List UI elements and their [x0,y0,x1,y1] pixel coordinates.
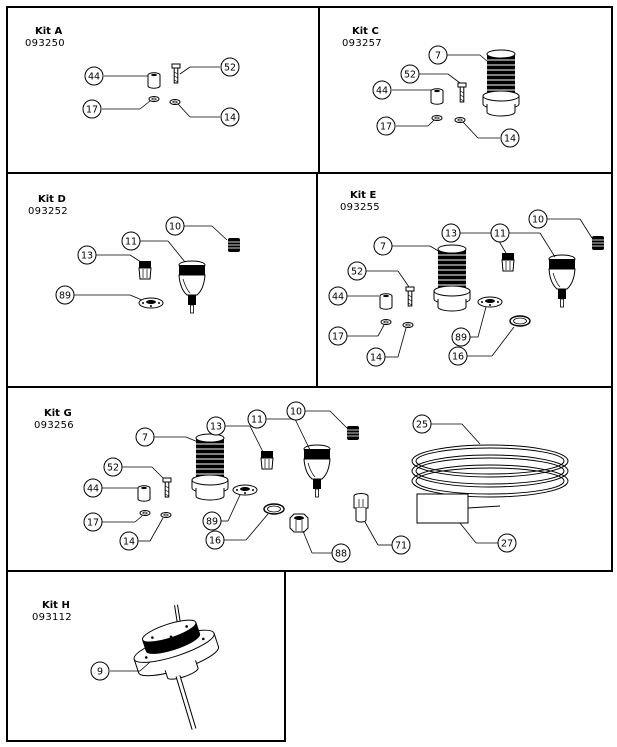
callout-11: 11 [490,223,510,243]
svg-text:52: 52 [404,70,416,81]
kit-h-part-number: 093112 [32,612,72,623]
svg-text:25: 25 [416,420,428,431]
svg-text:7: 7 [142,433,148,444]
callout-14: 14 [220,107,240,127]
kit-h-title: Kit H [42,600,70,611]
callout-89: 89 [202,511,222,531]
callout-44: 44 [328,286,348,306]
callout-52: 52 [220,57,240,77]
callout-44: 44 [372,80,392,100]
callout-13: 13 [77,245,97,265]
callout-7: 7 [135,427,155,447]
kit-g-part-number: 093256 [34,420,74,431]
svg-text:89: 89 [455,333,467,344]
svg-text:10: 10 [532,215,544,226]
kit-d-part-number: 093252 [28,206,68,217]
svg-text:89: 89 [59,291,71,302]
callout-10: 10 [286,401,306,421]
svg-text:52: 52 [224,63,236,74]
svg-text:44: 44 [332,292,344,303]
svg-text:7: 7 [435,51,441,62]
svg-text:10: 10 [290,407,302,418]
callout-14: 14 [366,347,386,367]
callout-13: 13 [441,223,461,243]
callout-13: 13 [206,416,226,436]
callout-89: 89 [55,285,75,305]
callout-14: 14 [119,531,139,551]
callout-10: 10 [528,209,548,229]
panel-kit-g [6,386,613,572]
kit-a-part-number: 093250 [25,38,65,49]
callout-27: 27 [497,533,517,553]
callout-71: 71 [391,535,411,555]
kit-g-parts [102,410,569,554]
svg-text:9: 9 [97,667,103,678]
callout-10: 10 [165,216,185,236]
kit-c-part-number: 093257 [342,38,382,49]
svg-text:44: 44 [88,72,100,83]
callout-16: 16 [448,346,468,366]
svg-text:14: 14 [504,134,516,145]
svg-text:13: 13 [210,422,222,433]
callout-52: 52 [103,457,123,477]
svg-text:44: 44 [376,86,388,97]
svg-text:14: 14 [370,353,382,364]
callout-11: 11 [121,231,141,251]
svg-text:11: 11 [251,415,263,426]
svg-text:17: 17 [86,105,98,116]
svg-text:52: 52 [351,267,363,278]
callout-44: 44 [83,478,103,498]
kit-c-parts [392,49,520,139]
kit-a-parts [102,63,220,118]
callout-11: 11 [247,409,267,429]
svg-text:13: 13 [445,229,457,240]
kit-c-title: Kit C [352,26,379,37]
callout-25: 25 [412,414,432,434]
svg-text:11: 11 [125,237,137,248]
svg-text:27: 27 [501,539,513,550]
callout-16: 16 [205,530,225,550]
callout-88: 88 [331,543,351,563]
svg-text:14: 14 [123,537,135,548]
svg-text:11: 11 [494,229,506,240]
svg-text:10: 10 [169,222,181,233]
kit-d-parts [74,225,241,314]
panel-kit-h [6,570,286,742]
kit-e-parts [347,218,605,358]
svg-text:17: 17 [380,122,392,133]
kit-h-parts [110,604,219,730]
callout-7: 7 [428,45,448,65]
kit-a-title: Kit A [35,26,63,37]
svg-text:16: 16 [452,352,464,363]
kit-g-title: Kit G [44,408,72,419]
callout-52: 52 [347,261,367,281]
svg-text:44: 44 [87,484,99,495]
callout-52: 52 [400,64,420,84]
svg-text:17: 17 [332,332,344,343]
callout-44: 44 [84,66,104,86]
kit-e-title: Kit E [350,190,377,201]
callout-17: 17 [82,99,102,119]
kit-d-title: Kit D [38,194,66,205]
svg-text:7: 7 [380,242,386,253]
svg-text:89: 89 [206,517,218,528]
svg-text:71: 71 [395,541,407,552]
callout-9: 9 [90,661,110,681]
callout-17: 17 [376,116,396,136]
svg-text:14: 14 [224,113,236,124]
callout-7: 7 [373,236,393,256]
kit-e-part-number: 093255 [340,202,380,213]
callout-89: 89 [451,327,471,347]
svg-text:17: 17 [87,518,99,529]
callout-17: 17 [328,326,348,346]
callout-17: 17 [83,512,103,532]
svg-text:13: 13 [81,251,93,262]
svg-text:16: 16 [209,536,221,547]
svg-text:88: 88 [335,549,347,560]
callout-14: 14 [500,128,520,148]
svg-text:52: 52 [107,463,119,474]
